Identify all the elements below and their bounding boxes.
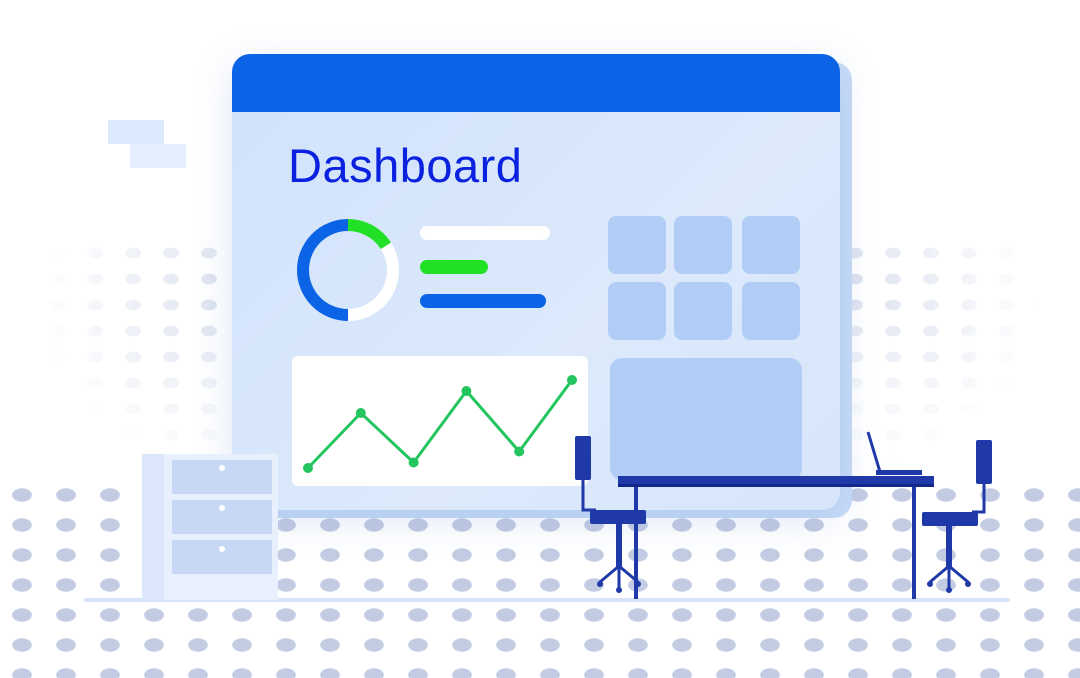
line-chart xyxy=(303,375,577,473)
donut-segment-1 xyxy=(347,219,392,250)
line-chart-point-1 xyxy=(303,463,313,473)
grid-tile xyxy=(608,282,666,340)
office-chair xyxy=(575,436,646,593)
summary-bar-white xyxy=(420,226,550,240)
line-chart-series xyxy=(306,378,574,470)
grid-tile xyxy=(608,216,666,274)
summary-bar-blue xyxy=(420,294,546,308)
donut-segment-3 xyxy=(297,219,349,321)
line-chart-point-3 xyxy=(408,457,419,468)
desk xyxy=(618,476,934,599)
line-chart-card xyxy=(292,356,588,486)
laptop xyxy=(866,431,922,475)
donut-chart xyxy=(297,219,399,321)
line-chart-point-2 xyxy=(355,408,366,418)
large-panel xyxy=(610,358,802,480)
summary-bar-green xyxy=(420,260,488,274)
grid-tile xyxy=(742,282,800,340)
decorative-rectangle xyxy=(108,120,164,144)
decorative-rectangle xyxy=(130,144,186,168)
grid-tile xyxy=(674,216,732,274)
floor-line xyxy=(84,598,1010,602)
dashboard-window: Dashboard xyxy=(232,54,840,510)
grid-tile xyxy=(674,282,732,340)
line-chart-point-6 xyxy=(567,375,577,385)
line-chart-point-5 xyxy=(514,446,525,457)
grid-tile xyxy=(742,216,800,274)
window-title-bar xyxy=(232,54,840,112)
office-chair xyxy=(922,440,992,593)
file-cabinet xyxy=(142,454,278,600)
donut-segment-2 xyxy=(347,242,399,321)
line-chart-point-4 xyxy=(461,386,472,396)
dashboard-title: Dashboard xyxy=(288,139,523,192)
